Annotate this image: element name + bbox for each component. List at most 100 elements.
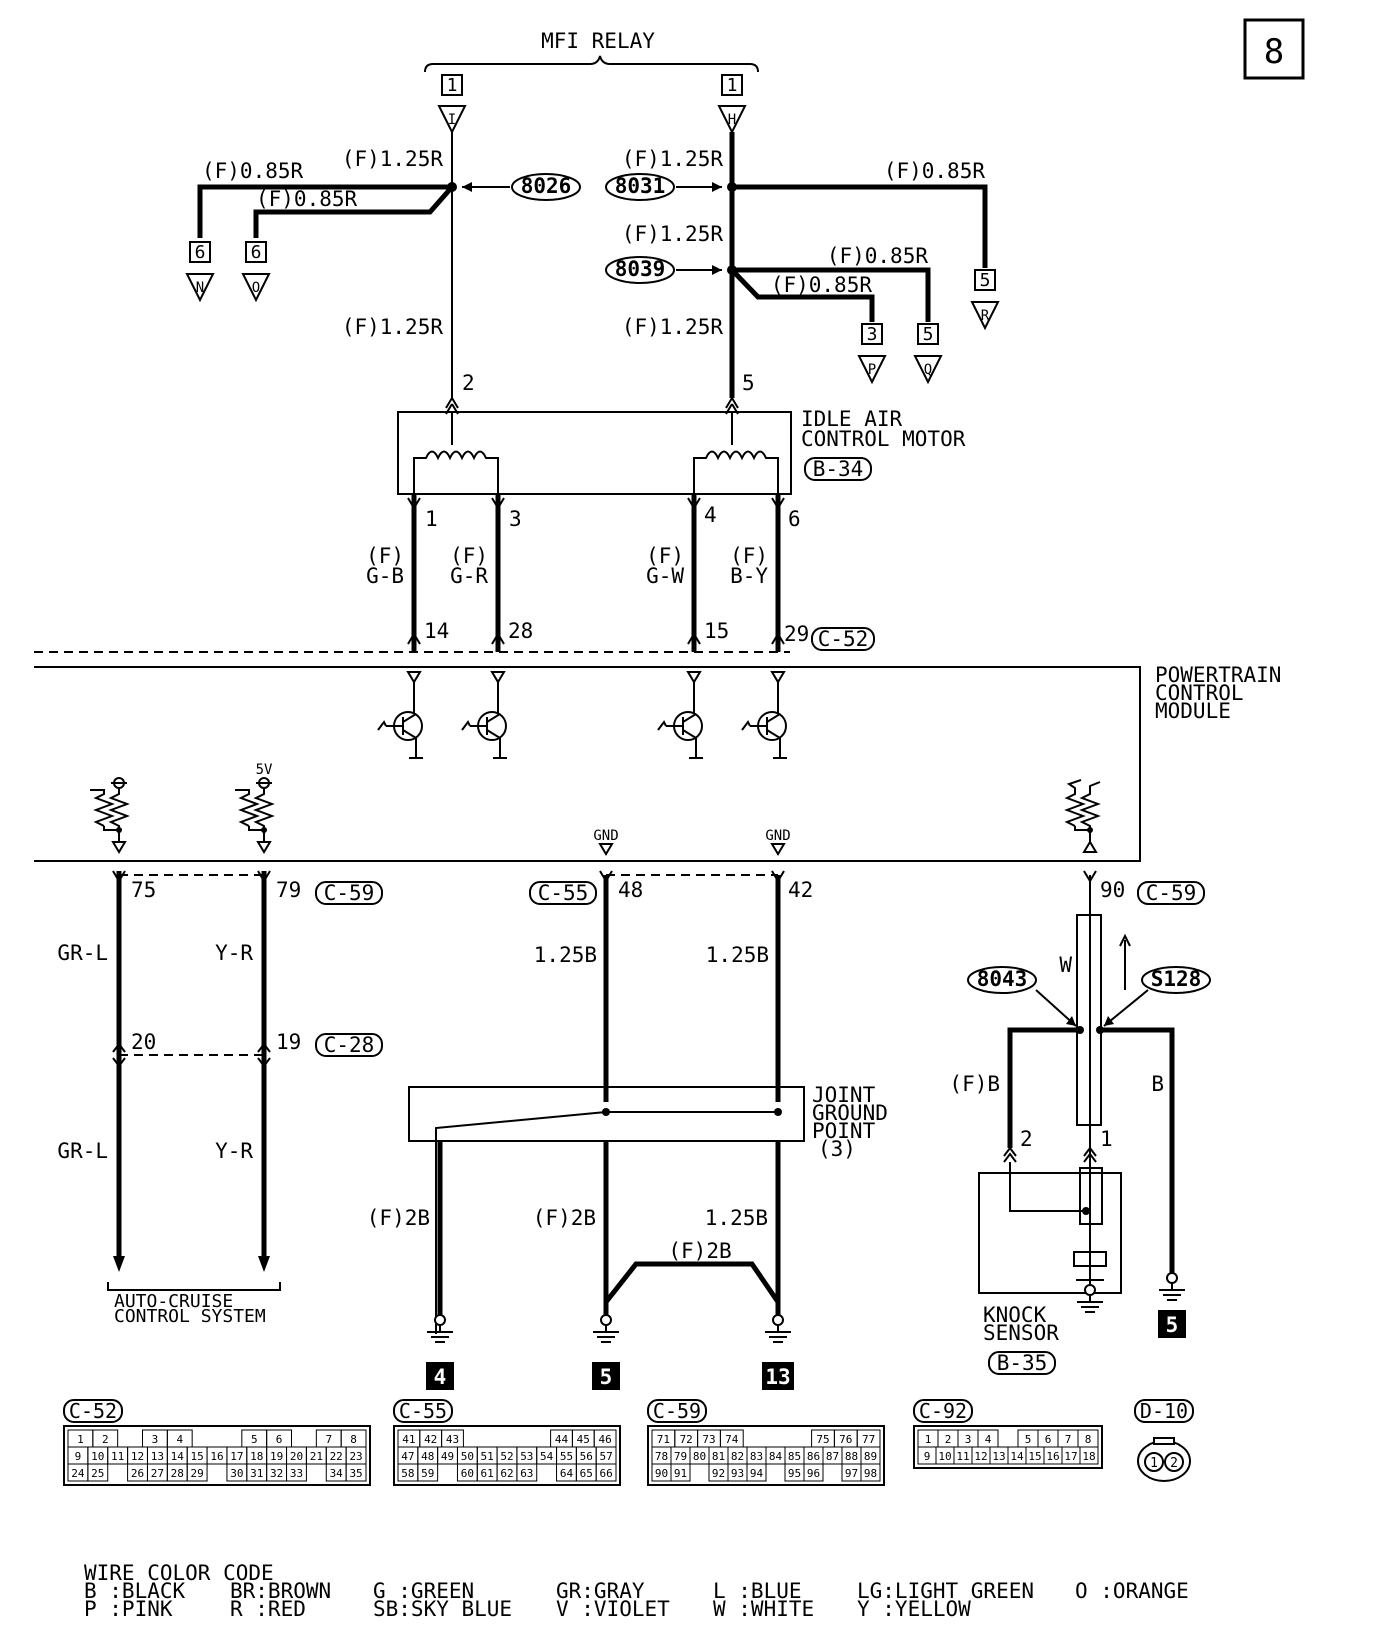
connector-pin-number: 14 [1010, 1450, 1024, 1463]
connector-pin: 19 [276, 1030, 301, 1054]
connector-label-frame [63, 1399, 123, 1423]
knock-sensor-name: SENSOR [983, 1321, 1059, 1345]
wire-label: (F)2B [668, 1239, 731, 1263]
idle-air-control-motor: IDLE AIR CONTROL MOTOR B-34 [397, 397, 966, 495]
connector-pin-number: 32 [270, 1467, 283, 1480]
connector-pin-number: 18 [1082, 1450, 1095, 1463]
pcm-pin: 29 [784, 622, 809, 646]
connector-pin-number: 86 [807, 1450, 820, 1463]
mfi-left-ref: 1 [447, 75, 458, 96]
connector-label: C-55 [399, 1399, 447, 1423]
connector-pin-number: 94 [750, 1467, 764, 1480]
connector-pin-number: 6 [1045, 1433, 1052, 1446]
connector-pin-cell [87, 1463, 109, 1482]
wire-label: (F)2B [533, 1206, 596, 1230]
wire-option: (F) [366, 544, 404, 568]
connector-pin-number: 1 [77, 1433, 84, 1446]
offpage-ref: 5 [923, 324, 934, 345]
connector-pin-number: 92 [712, 1467, 725, 1480]
connector-pin-number: 28 [171, 1467, 184, 1480]
connector-pin-number: 41 [402, 1433, 415, 1446]
splice-s128: S128 [1151, 967, 1202, 991]
wire-label: (F)0.85R [202, 159, 304, 183]
connector-face [63, 1425, 371, 1486]
pcm-pin: 15 [704, 619, 729, 643]
connector-pin-number: 53 [520, 1450, 533, 1463]
connector-pin-number: 83 [750, 1450, 763, 1463]
pcm-pin: 75 [131, 878, 156, 902]
knock-sensor-name: KNOCK [983, 1303, 1047, 1327]
connector-pin-number: 34 [330, 1467, 344, 1480]
connector-pin-number: 90 [655, 1467, 668, 1480]
connector-pin-number: 5 [1025, 1433, 1032, 1446]
iac-pin: 2 [462, 371, 475, 395]
connector-pin-number: 29 [191, 1467, 204, 1480]
jgp-label: JOINT [812, 1083, 876, 1107]
connector-pin-number: 62 [500, 1467, 513, 1480]
pcm-pin: 90 [1100, 878, 1125, 902]
connector-label-frame [393, 1399, 453, 1423]
wire-color: B [1151, 1072, 1164, 1096]
wire-label: 1.25B [534, 943, 597, 967]
pcm-pin: 42 [788, 878, 813, 902]
connector-pin-cell [595, 1463, 617, 1482]
pcm-pin: 28 [508, 619, 533, 643]
connector-pin-number: 52 [500, 1450, 513, 1463]
legend-entry: O :ORANGE [1075, 1579, 1189, 1603]
wire-label: (F)1.25R [342, 315, 444, 339]
connector-pin-number: 24 [71, 1467, 85, 1480]
connector-pin-number: 12 [131, 1450, 144, 1463]
legend-entry: LG:LIGHT GREEN [857, 1579, 1034, 1603]
wire-label: (F)0.85R [256, 187, 358, 211]
offpage-conn: R [981, 308, 990, 324]
connector-pin-number: 76 [839, 1433, 852, 1446]
connector-pin-number: 60 [461, 1467, 474, 1480]
connector-label-frame [647, 1399, 707, 1423]
connector-label: C-52 [69, 1399, 117, 1423]
connector-pin-number: 11 [956, 1450, 969, 1463]
connector-pin-number: 3 [152, 1433, 159, 1446]
connector-pin-number: 4 [176, 1433, 183, 1446]
connector-pin-number: 5 [251, 1433, 258, 1446]
connector-pin-number: 43 [446, 1433, 459, 1446]
connector-pin-number: 74 [725, 1433, 739, 1446]
offpage-ref: 5 [980, 270, 991, 291]
connector-pin-number: 12 [974, 1450, 987, 1463]
connector-pin-number: 22 [330, 1450, 343, 1463]
connector-pin-number: 19 [270, 1450, 283, 1463]
wire-color: G-W [646, 564, 684, 588]
connector-pin-number: 97 [845, 1467, 858, 1480]
connector-pin-cell [746, 1463, 767, 1482]
offpage-ref: 3 [867, 324, 878, 345]
knock-sensor-connector: B-35 [997, 1351, 1048, 1375]
connector-pin-number: 50 [461, 1450, 474, 1463]
wire-color: (F)B [949, 1072, 1000, 1096]
iac-pcm-wires: 1 3 4 6 (F) G-B (F) G-R (F) G-W (F) B-Y … [34, 494, 875, 653]
connector-pin-number: 8 [1085, 1433, 1092, 1446]
connector-pin-number: 13 [151, 1450, 164, 1463]
connector-face [647, 1425, 885, 1486]
offpage-conn: N [196, 280, 204, 296]
wire-option: (F) [730, 544, 768, 568]
connector-pin-number: 56 [580, 1450, 593, 1463]
connector-c28: C-28 [324, 1033, 375, 1057]
mfi-right-conn: H [728, 112, 736, 128]
connector-pin-number: 98 [864, 1467, 877, 1480]
connector-pin-cell [1079, 1446, 1099, 1465]
wire-label: (F)1.25R [342, 147, 444, 171]
connector-pin-number: 31 [250, 1467, 263, 1480]
connector-pin-number: 10 [938, 1450, 951, 1463]
knock-sensor-wiring: 90 C-59 W 8043 S128 (F)B B 2 1 KNO [949, 870, 1211, 1375]
connector-pin-number: 1 [1150, 1456, 1158, 1471]
connector-face [913, 1425, 1103, 1469]
iac-pin: 4 [704, 503, 717, 527]
legend-entry: BR:BROWN [230, 1579, 331, 1603]
connector-pin-number: 93 [731, 1467, 744, 1480]
connector-pin-number: 77 [862, 1433, 875, 1446]
auto-cruise-label: CONTROL SYSTEM [114, 1306, 266, 1327]
wire-color: GR-L [57, 941, 108, 965]
iac-connector: B-34 [813, 457, 864, 481]
connector-c59: C-59 [324, 881, 375, 905]
offpage-conn: P [868, 362, 876, 378]
connector-pin-number: 1 [925, 1433, 932, 1446]
